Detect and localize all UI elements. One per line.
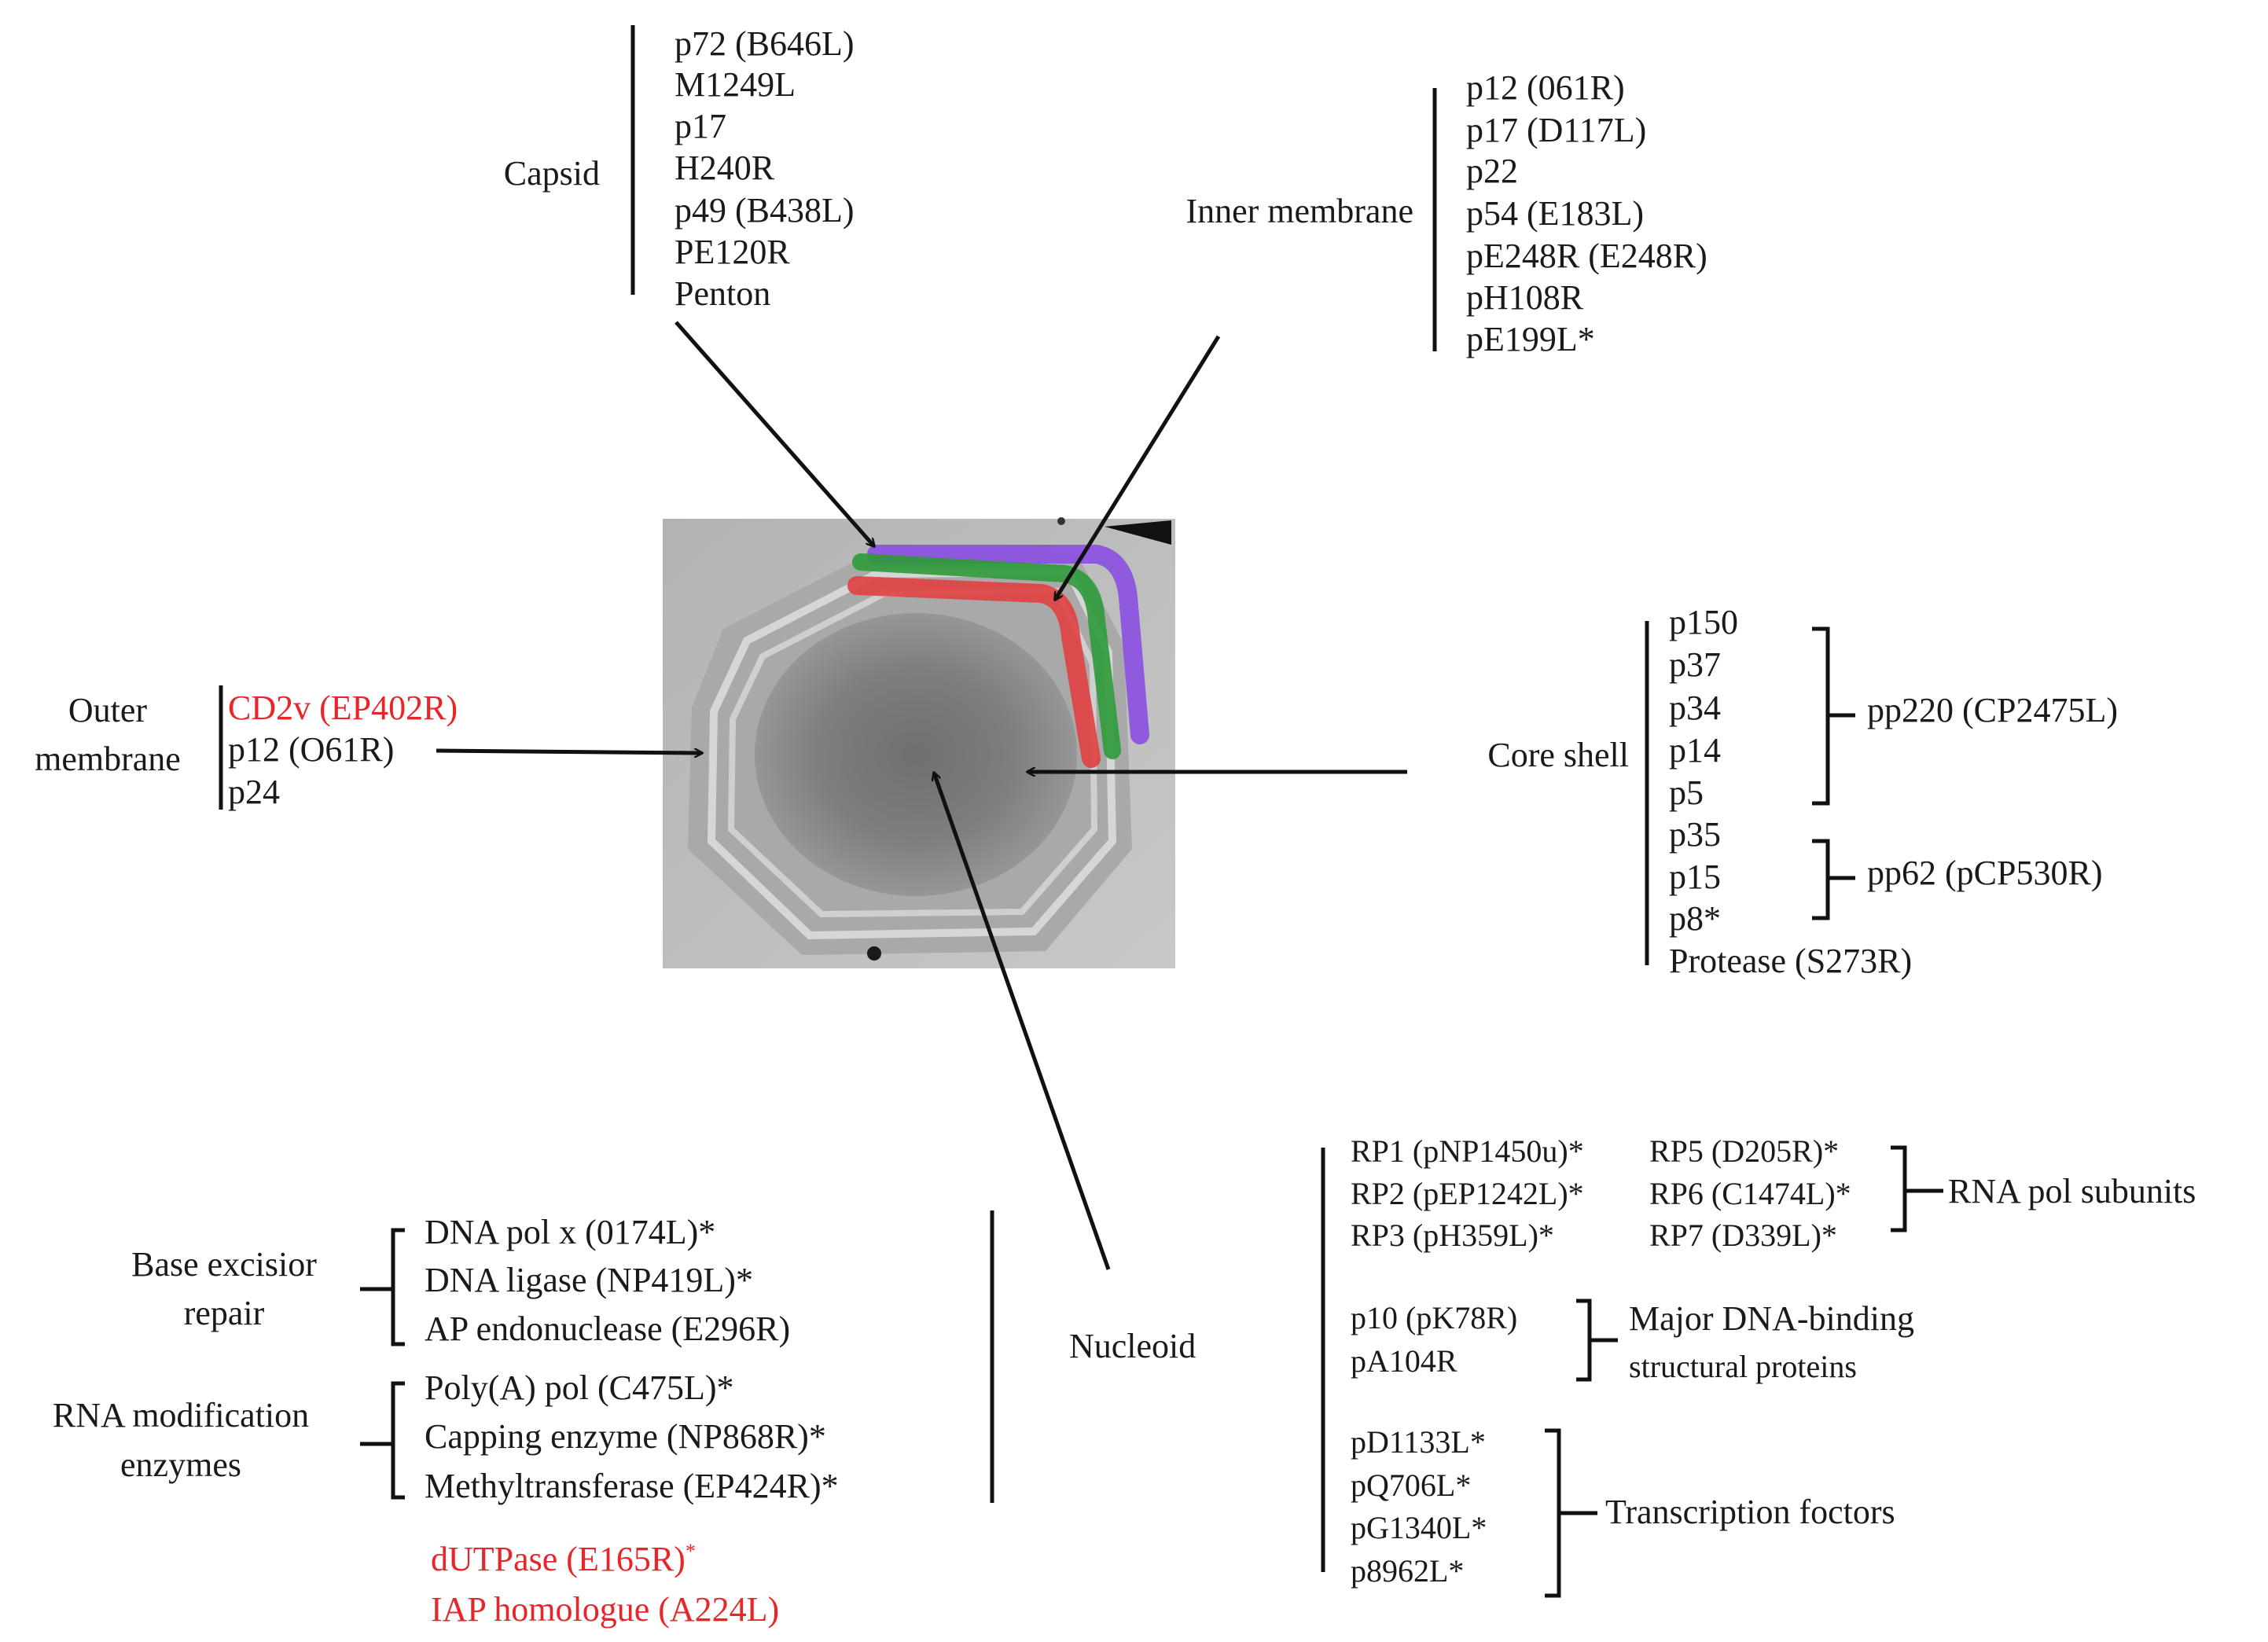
rna-modification-label: RNA modification [53,1396,309,1434]
transcription-item: pD1133L* [1351,1424,1486,1460]
capsid-item: Penton [675,274,770,313]
dutpase-item: dUTPase (E165R)* [431,1540,696,1578]
rna-modification-item: Poly(A) pol (C475L)* [425,1368,734,1407]
capsid-group: Capsid p72 (B646L) M1249L p17 H240R p49 … [504,24,855,313]
rna-modification-label: enzymes [120,1445,241,1484]
base-excision-item: AP endonuclease (E296R) [425,1310,790,1348]
capsid-item: H240R [675,149,775,187]
base-excision-item: DNA pol x (0174L)* [425,1213,715,1251]
dna-binding-label: Major DNA-binding [1629,1299,1914,1338]
dna-binding-item: p10 (pK78R) [1351,1300,1517,1335]
capsid-item: M1249L [675,65,796,104]
outer-membrane-item: CD2v (EP402R) [228,689,458,727]
pp220-label: pp220 (CP2475L) [1867,691,2118,729]
core-shell-label: Core shell [1487,736,1629,774]
core-shell-item: p15 [1669,858,1721,896]
inner-layer-trace [847,576,1101,768]
iap-item: IAP homologue (A224L) [431,1590,779,1629]
inner-membrane-item: p17 (D117L) [1466,111,1646,149]
capsid-item: p49 (B438L) [675,191,855,230]
capsid-item: PE120R [675,233,790,271]
inner-membrane-arrow [1053,335,1221,600]
core-shell-group: Core shell p150 p37 p34 p14 p5 p35 p15 p… [1487,603,2118,980]
nucleoid-arrow [934,773,1111,1270]
base-excision-label: Base excisior [131,1245,317,1284]
capsid-item: p72 (B646L) [675,24,855,63]
nucleoid-left-group: Base excisior repair DNA pol x (0174L)* … [53,1210,994,1629]
inner-membrane-label: Inner membrane [1185,192,1413,230]
rna-modification-item: Capping enzyme (NP868R)* [425,1417,826,1456]
transcription-item: pG1340L* [1351,1510,1487,1545]
inner-membrane-item: pE248R (E248R) [1466,237,1707,275]
core-shell-item: p37 [1669,645,1721,684]
dna-binding-item: pA104R [1351,1343,1457,1379]
core-shell-item: p5 [1669,773,1704,812]
inner-membrane-item: p22 [1466,152,1518,190]
rna-pol-item: RP1 (pNP1450u)* [1351,1133,1584,1169]
core-shell-item: Protease (S273R) [1669,942,1912,980]
middle-layer-trace [852,553,1121,759]
outer-membrane-label: Outer [68,691,148,729]
transcription-item: pQ706L* [1351,1468,1471,1503]
rna-pol-label: RNA pol subunits [1948,1172,2196,1210]
capsid-item: p17 [675,107,726,145]
core-shell-item: p35 [1669,815,1721,854]
capsid-arrow [675,321,874,546]
inner-membrane-item: pE199L* [1466,320,1595,358]
core-shell-item: p8* [1669,899,1721,938]
capsid-label: Capsid [504,154,600,193]
base-excision-label: repair [184,1294,265,1332]
inner-membrane-item: p12 (061R) [1466,68,1625,107]
micrograph [663,517,1175,968]
rna-pol-item: RP7 (D339L)* [1649,1218,1837,1253]
core-shell-item: p150 [1669,603,1738,641]
base-excision-item: DNA ligase (NP419L)* [425,1261,753,1299]
transcription-item: p8962L* [1351,1553,1464,1589]
outer-membrane-item: p12 (O61R) [228,730,394,769]
rna-pol-item: RP6 (C1474L)* [1649,1176,1851,1211]
inner-membrane-item: p54 (E183L) [1466,194,1644,233]
inner-membrane-item: pH108R [1466,278,1584,317]
rna-pol-item: RP5 (D205R)* [1649,1133,1839,1169]
outer-membrane-label: membrane [35,740,181,778]
core-shell-item: p14 [1669,731,1721,770]
nucleoid-right-group: RP1 (pNP1450u)* RP2 (pEP1242L)* RP3 (pH3… [1321,1133,2196,1598]
rna-pol-item: RP2 (pEP1242L)* [1351,1176,1584,1211]
transcription-label: Transcription foctors [1605,1493,1895,1531]
nucleoid-label: Nucleoid [1069,1327,1196,1365]
inner-membrane-group: Inner membrane p12 (061R) p17 (D117L) p2… [1185,68,1707,358]
core-shell-item: p34 [1669,689,1721,727]
outer-membrane-group: Outer membrane CD2v (EP402R) p12 (O61R) … [35,685,458,811]
rna-modification-item: Methyltransferase (EP424R)* [425,1467,839,1505]
outer-membrane-arrow [436,751,702,753]
outer-membrane-item: p24 [228,773,280,811]
dna-binding-label: structural proteins [1629,1349,1857,1384]
pp62-label: pp62 (pCP530R) [1867,854,2102,892]
outer-layer-trace [867,545,1149,744]
dutpase-asterisk: * [686,1540,696,1563]
rna-pol-item: RP3 (pH359L)* [1351,1218,1554,1253]
